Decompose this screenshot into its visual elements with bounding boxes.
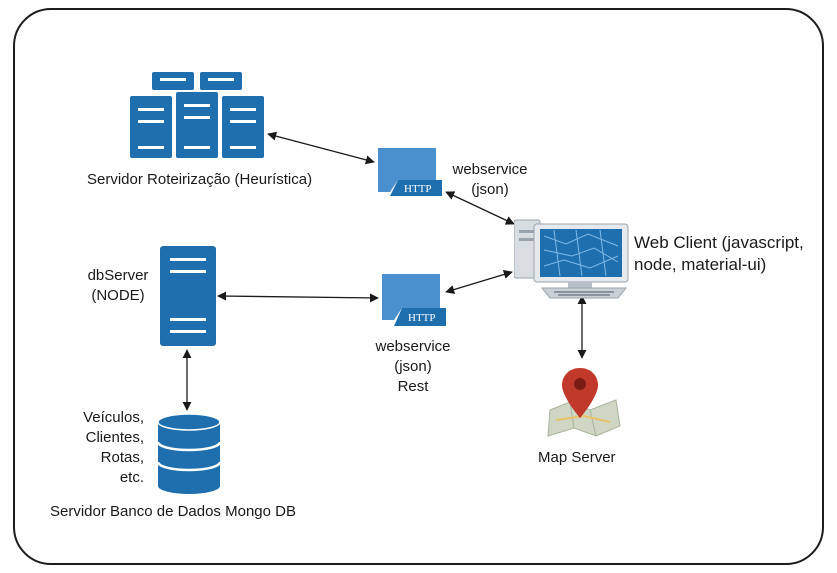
database-label: Servidor Banco de Dados Mongo DB [50, 503, 296, 520]
server-icon [160, 246, 216, 346]
http-badge-text: HTTP [404, 183, 432, 195]
arrow-dbserver-rest [217, 291, 379, 303]
database-icon [156, 414, 222, 494]
web-client-label: Web Client (javascript, node, material-u… [634, 232, 804, 276]
database-contents-item: Rotas, [100, 449, 144, 466]
arrow-webservice-client [445, 191, 515, 225]
database-contents-item: Clientes, [85, 429, 144, 446]
http-icon: HTTP [378, 148, 442, 196]
database-contents: Veículos, Clientes, Rotas, etc. [64, 408, 144, 488]
webservice-rest-label-line1: webservice [375, 338, 451, 355]
server-cluster-icon [130, 72, 264, 158]
webservice-rest-label-line3: Rest [397, 378, 429, 395]
webservice-top-label: webservice (json) [446, 160, 534, 200]
arrow-rest-client [445, 270, 513, 294]
routing-server-label: Servidor Roteirização (Heurística) [87, 171, 313, 188]
db-server-label: dbServer (NODE) [78, 266, 158, 306]
diagram-frame [13, 8, 824, 565]
database-contents-item: Veículos, [83, 409, 144, 426]
db-server-label-line2: (NODE) [91, 287, 145, 304]
webservice-top-label-line2: (json) [471, 181, 509, 198]
web-client-label-line1: Web Client (javascript, [634, 233, 804, 252]
arrow-routing-webservice [267, 131, 375, 165]
map-pin-icon [547, 368, 621, 437]
database-contents-item: etc. [119, 469, 144, 486]
map-server-label: Map Server [538, 449, 616, 466]
desktop-computer-icon [514, 219, 629, 299]
http-icon: HTTP [382, 274, 446, 326]
webservice-rest-label: webservice (json) Rest [368, 337, 458, 397]
webservice-rest-label-line2: (json) [394, 358, 432, 375]
db-server-label-line1: dbServer [87, 267, 149, 284]
webservice-top-label-line1: webservice [452, 161, 528, 178]
web-client-label-line2: node, material-ui) [634, 255, 767, 274]
http-badge-text: HTTP [408, 312, 436, 324]
